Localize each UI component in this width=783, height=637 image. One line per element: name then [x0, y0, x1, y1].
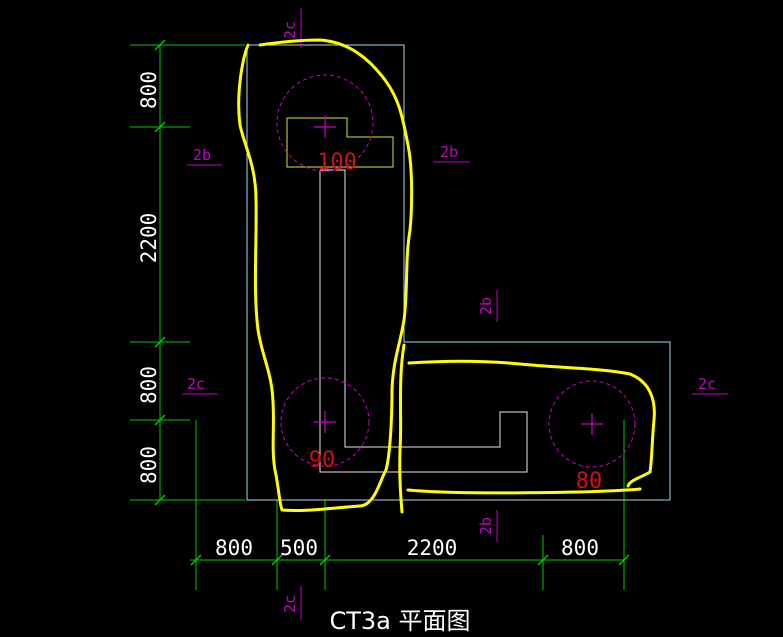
- pile-circle-bottom-left: [280, 377, 370, 467]
- pile-label-bottom-right: 80: [576, 469, 603, 494]
- dim-bottom-3: 2200: [407, 536, 458, 560]
- section-middle: 2b: [477, 297, 495, 315]
- piles: [276, 74, 636, 468]
- dim-bottom-2: 500: [280, 536, 318, 560]
- highlight-stroke-right: [398, 343, 656, 514]
- dim-left-2: 2200: [137, 213, 161, 264]
- pile-label-top: 100: [317, 150, 357, 175]
- section-left-upper: 2b: [193, 146, 211, 164]
- section-top: 2c: [281, 21, 299, 39]
- dim-bottom-4: 800: [561, 536, 599, 560]
- pile-label-bottom-left: 90: [309, 448, 336, 473]
- dimension-ticks: [154, 39, 630, 566]
- top-pile-cap-line: [286, 117, 394, 168]
- pile-circle-top: [276, 74, 374, 172]
- section-right-upper: 2b: [440, 143, 458, 161]
- section-bottom-mid: 2b: [477, 517, 495, 535]
- section-lines: [182, 8, 728, 620]
- highlight-stroke-left: [237, 38, 414, 513]
- dim-left-1: 800: [137, 71, 161, 109]
- dim-left-3: 800: [137, 366, 161, 404]
- cap-outline: [246, 44, 671, 501]
- pile-center-marks: [314, 116, 603, 435]
- section-left-lower: 2c: [187, 375, 205, 393]
- tie-beam-line: [319, 169, 528, 473]
- section-bottom-left: 2c: [281, 595, 299, 613]
- dimension-lines: [130, 44, 625, 590]
- dim-left-4: 800: [137, 446, 161, 484]
- drawing-title: CT3a 平面图: [329, 607, 470, 635]
- pile-circle-bottom-right: [548, 380, 636, 468]
- section-right-lower: 2c: [698, 375, 716, 393]
- dim-bottom-1: 800: [215, 536, 253, 560]
